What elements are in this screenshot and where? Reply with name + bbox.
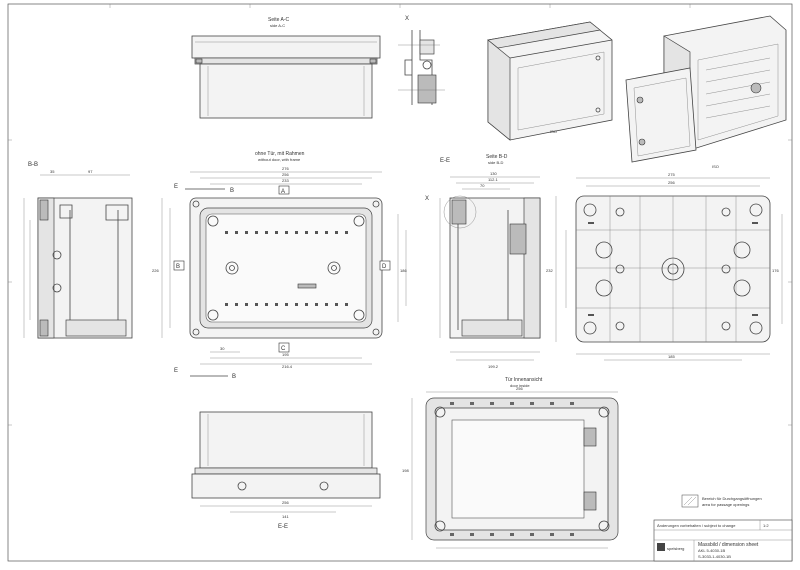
section-ee-label: E-E <box>440 158 450 164</box>
door-inside-view: Tür Innenansicht door inside 256 198 <box>402 377 619 549</box>
open-door <box>625 67 697 163</box>
top-view-label: Seite A-C <box>268 17 290 23</box>
front-view-without-door: ohne Tür, mit Rahmen without door, with … <box>152 151 407 380</box>
dim-left-mid: 35 <box>50 169 55 174</box>
dim-side-depth: 130 <box>490 171 497 176</box>
view-x-marker: X <box>425 196 429 202</box>
dim-top-width-3: 233 <box>282 178 289 183</box>
disclaimer-text: Änderungen vorbehalten / subject to chan… <box>657 523 736 528</box>
front-view-label: ohne Tür, mit Rahmen <box>255 151 305 157</box>
company-name: spelsberg <box>667 546 684 551</box>
dim-left-top: 97 <box>88 169 93 174</box>
marker-b: B <box>176 264 180 270</box>
marker-b-top: B <box>230 188 234 194</box>
dim-back-width-2: 256 <box>668 180 675 185</box>
marker-c: C <box>281 346 286 352</box>
front-view-sublabel: without door, with frame <box>258 157 301 162</box>
title-block: Bereich für Durchgangsöffnungen area for… <box>653 494 793 562</box>
series-text: AKL 5-4030-1B <box>698 548 726 553</box>
part-number: S-3033-1-4030-1B <box>698 554 731 559</box>
dim-inside-width: 256 <box>516 386 523 391</box>
right-view-sublabel: side B-D <box>488 160 503 165</box>
dim-bottom-view-width: 256 <box>282 500 289 505</box>
top-view-body <box>199 63 373 119</box>
isometric-closed-box: ISO <box>487 21 613 141</box>
detail-x-label: X <box>405 16 409 22</box>
top-view-sublabel: side A-C <box>270 23 285 28</box>
frame-ticks <box>8 4 792 426</box>
dim-bottom-view-inner: 141 <box>282 514 289 519</box>
passage-area-legend <box>681 494 699 508</box>
top-view-lid <box>191 35 381 59</box>
hinge-top <box>583 427 597 447</box>
hinge-bottom <box>583 491 597 511</box>
inside-view-sublabel: door inside <box>510 383 530 388</box>
dim-top-width-2: 256 <box>282 172 289 177</box>
section-e-e: E-E Seite B-D side B-D 130 112.1 70 X 19… <box>425 154 541 369</box>
section-e-low-label: E-E <box>278 524 288 530</box>
marker-d: D <box>382 264 387 270</box>
detail-x-circle <box>443 195 477 229</box>
dim-bottom-small: 30 <box>220 346 225 351</box>
marker-b-bottom: B <box>232 374 236 380</box>
dim-bottom-width-3: 195 <box>282 352 289 357</box>
svg-text:ISO: ISO <box>712 164 719 169</box>
dim-bottom-width: 216.4 <box>282 364 293 369</box>
dim-back-height-2: 232 <box>546 268 553 273</box>
dim-back-width: 275 <box>668 172 675 177</box>
sheet-title: Massbild / dimension sheet <box>698 542 759 548</box>
note-en: area for passage openings <box>702 502 749 507</box>
dim-back-bottom: 185 <box>668 354 675 359</box>
dim-top-width: 276 <box>282 166 289 171</box>
dim-back-height: 176 <box>772 268 779 273</box>
dim-side-depth-2: 112.1 <box>488 177 498 182</box>
marker-e-bottom: E <box>174 368 178 374</box>
dim-right-width-2: 199.2 <box>488 364 499 369</box>
knockout-rows <box>225 231 348 306</box>
back-view: 275 256 232 176 185 <box>546 172 783 361</box>
marker-a: A <box>281 189 285 195</box>
door-panel <box>451 419 585 519</box>
dim-height-inner: 186 <box>400 268 407 273</box>
top-view-seal <box>194 57 378 65</box>
section-bb-label: B-B <box>28 162 38 168</box>
scale-text: 1:2 <box>763 523 769 528</box>
note-de: Bereich für Durchgangsöffnungen <box>702 496 762 501</box>
dim-height-main: 226 <box>152 268 159 273</box>
top-view: Seite A-C side A-C <box>191 17 381 119</box>
svg-text:ISO: ISO <box>550 129 557 134</box>
isometric-open-box: ISO <box>625 15 787 169</box>
inside-view-label: Tür Innenansicht <box>505 377 543 383</box>
detail-x: X <box>398 16 445 105</box>
section-b-b: B-B 35 97 <box>23 162 133 339</box>
bottom-view: 256 141 E-E <box>191 411 381 530</box>
dim-side-depth-3: 70 <box>480 183 485 188</box>
dim-inside-height: 198 <box>402 468 409 473</box>
marker-e-top: E <box>174 184 178 190</box>
right-view-label: Seite B-D <box>486 154 508 160</box>
bottom-view-body <box>199 411 373 469</box>
company-logo <box>657 543 665 551</box>
